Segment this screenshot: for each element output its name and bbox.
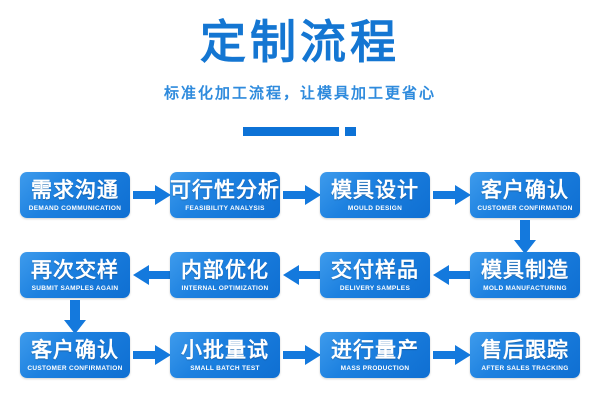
arrow-right-icon [433,345,471,365]
flow-node-delivery-samples[interactable]: 交付样品 DELIVERY SAMPLES [320,252,430,298]
node-label-cn: 小批量试 [181,338,269,362]
node-label-en: CUSTOMER CONFIRMATION [27,364,123,372]
flow-node-mass-production[interactable]: 进行量产 MASS PRODUCTION [320,332,430,378]
node-label-en: INTERNAL OPTIMIZATION [181,284,269,292]
flow-row-3: 客户确认 CUSTOMER CONFIRMATION 小批量试 SMALL BA… [0,332,600,378]
header: 定制流程 标准化加工流程，让模具加工更省心 [0,0,600,150]
divider-dot [345,127,356,136]
node-label-en: SMALL BATCH TEST [190,364,260,372]
node-label-cn: 内部优化 [181,258,269,282]
node-label-cn: 需求沟通 [31,178,119,202]
arrow-right-icon [133,185,171,205]
node-label-cn: 进行量产 [331,338,419,362]
node-label-cn: 交付样品 [331,258,419,282]
node-label-cn: 再次交样 [31,258,119,282]
page-subtitle: 标准化加工流程，让模具加工更省心 [163,85,436,102]
flow-node-customer-confirmation-2[interactable]: 客户确认 CUSTOMER CONFIRMATION [20,332,130,378]
flow-row-1: 需求沟通 DEMAND COMMUNICATION 可行性分析 FEASIBIL… [0,172,600,218]
node-label-en: SUBMIT SAMPLES AGAIN [31,284,119,292]
node-label-en: MOLD MANUFACTURING [483,284,567,292]
flow-node-mold-manufacturing[interactable]: 模具制造 MOLD MANUFACTURING [470,252,580,298]
arrow-left-icon [283,265,321,285]
flow-node-internal-optimization[interactable]: 内部优化 INTERNAL OPTIMIZATION [170,252,280,298]
arrow-right-icon [283,345,321,365]
flow-node-after-sales-tracking[interactable]: 售后跟踪 AFTER SALES TRACKING [470,332,580,378]
node-label-en: MASS PRODUCTION [340,364,410,372]
node-label-cn: 模具设计 [331,178,419,202]
flow-node-demand-communication[interactable]: 需求沟通 DEMAND COMMUNICATION [20,172,130,218]
flow-node-small-batch-test[interactable]: 小批量试 SMALL BATCH TEST [170,332,280,378]
node-label-en: AFTER SALES TRACKING [481,364,569,372]
node-label-cn: 客户确认 [481,178,569,202]
flow-node-submit-samples-again[interactable]: 再次交样 SUBMIT SAMPLES AGAIN [20,252,130,298]
arrow-down-icon [64,300,86,334]
node-label-en: DELIVERY SAMPLES [339,284,411,292]
arrow-right-icon [283,185,321,205]
arrow-down-icon [514,220,536,254]
arrow-left-icon [133,265,171,285]
node-label-en: CUSTOMER CONFIRMATION [477,204,573,212]
node-label-cn: 售后跟踪 [481,338,569,362]
flow-node-mould-design[interactable]: 模具设计 MOULD DESIGN [320,172,430,218]
flow-row-2: 再次交样 SUBMIT SAMPLES AGAIN 内部优化 INTERNAL … [0,252,600,298]
arrow-right-icon [133,345,171,365]
node-label-en: MOULD DESIGN [347,204,403,212]
node-label-cn: 客户确认 [31,338,119,362]
arrow-left-icon [433,265,471,285]
divider-bar [243,127,339,136]
node-label-cn: 可行性分析 [170,178,280,202]
node-label-cn: 模具制造 [481,258,569,282]
arrow-right-icon [433,185,471,205]
node-label-en: DEMAND COMMUNICATION [28,204,122,212]
flow-node-customer-confirmation-1[interactable]: 客户确认 CUSTOMER CONFIRMATION [470,172,580,218]
flow-node-feasibility-analysis[interactable]: 可行性分析 FEASIBILITY ANALYSIS [170,172,280,218]
node-label-en: FEASIBILITY ANALYSIS [185,204,265,212]
page-title: 定制流程 [200,16,400,68]
